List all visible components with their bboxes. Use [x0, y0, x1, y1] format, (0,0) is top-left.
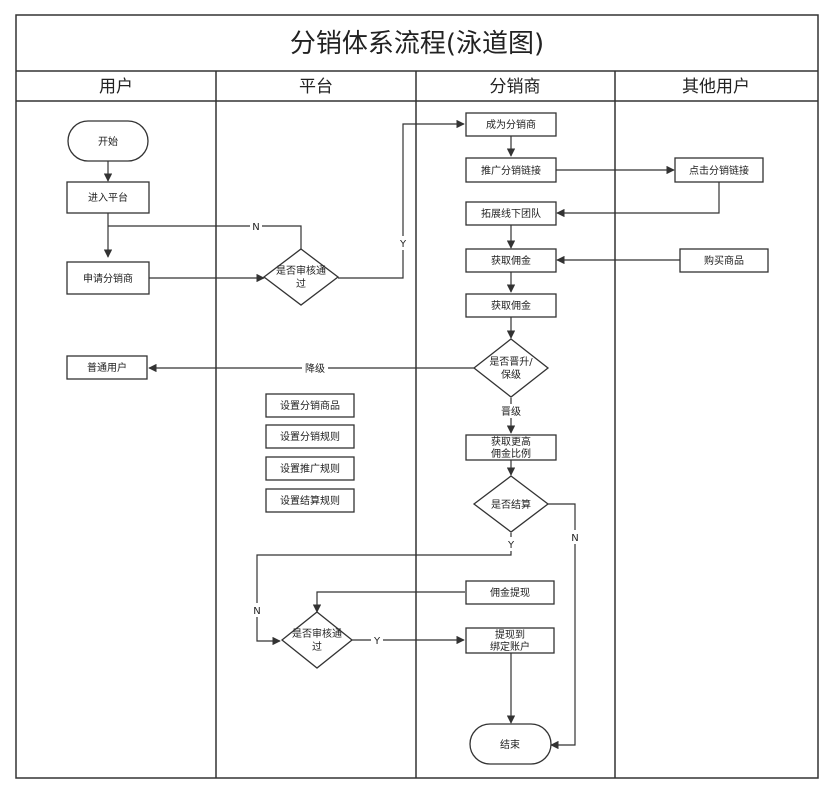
edge-label-demote: 降级	[305, 362, 325, 375]
click-link-label: 点击分销链接	[689, 164, 749, 177]
set-settlement-rules-label: 设置结算规则	[280, 494, 340, 507]
higher-commission-line-1: 获取更高	[491, 435, 531, 448]
end-node: 结束	[469, 723, 552, 765]
enter-platform-node: 进入平台	[66, 181, 150, 214]
review-1-line-2: 过	[296, 277, 306, 290]
edge-settle-no	[548, 503, 576, 750]
lane-header-platform: 平台	[299, 77, 333, 97]
get-commission-2-node: 获取佣金	[465, 293, 557, 318]
settle-decision: 是否结算	[472, 475, 550, 533]
edge-label-y2: Y	[373, 636, 381, 647]
review-1-line-1: 是否审核通	[276, 264, 326, 277]
become-distributor-label: 成为分销商	[486, 118, 536, 131]
promote-link-node: 推广分销链接	[465, 157, 557, 183]
set-products-node: 设置分销商品	[265, 393, 355, 418]
edge-label-promote: 晋级	[501, 406, 521, 418]
apply-distributor-node: 申请分销商	[66, 261, 150, 295]
edge-label-settle-yes: Y	[507, 540, 515, 551]
edge-label-n2: N	[253, 606, 260, 617]
end-label: 结束	[500, 738, 520, 751]
withdraw-node: 佣金提现	[465, 580, 555, 605]
buy-product-label: 购买商品	[704, 254, 744, 267]
promote-demote-line-1: 是否晋升/	[489, 356, 533, 368]
bind-account-line-1: 提现到	[495, 629, 525, 641]
diagram-frame	[15, 14, 819, 779]
review-2-line-1: 是否审核通	[292, 627, 342, 640]
diagram-title: 分销体系流程(泳道图)	[290, 29, 544, 59]
promote-link-label: 推广分销链接	[481, 164, 541, 177]
expand-team-label: 拓展线下团队	[481, 207, 541, 220]
get-commission-1-node: 获取佣金	[465, 248, 557, 273]
edge-review-no	[108, 225, 302, 249]
normal-user-label: 普通用户	[87, 361, 127, 374]
buy-product-node: 购买商品	[679, 248, 769, 273]
apply-distributor-label: 申请分销商	[83, 272, 133, 285]
set-distribution-rules-label: 设置分销规则	[280, 430, 340, 443]
normal-user-node: 普通用户	[66, 355, 148, 380]
higher-commission-node: 获取更高 佣金比例	[465, 434, 557, 461]
enter-platform-label: 进入平台	[88, 191, 128, 204]
bind-account-line-2: 绑定账户	[490, 640, 530, 653]
set-distribution-rules-node: 设置分销规则	[265, 424, 355, 449]
lane-header-other-users: 其他用户	[682, 77, 750, 97]
promote-demote-decision: 是否晋升/ 保级	[472, 338, 550, 398]
bind-account-node: 提现到 绑定账户	[465, 627, 555, 654]
get-commission-2-label: 获取佣金	[491, 299, 531, 312]
lane-header-user: 用户	[99, 77, 133, 97]
edge-label-y1: Y	[399, 239, 407, 250]
withdraw-label: 佣金提现	[490, 586, 530, 599]
get-commission-1-label: 获取佣金	[491, 254, 531, 267]
click-link-node: 点击分销链接	[674, 157, 764, 183]
settle-label: 是否结算	[491, 498, 531, 511]
edge-withdraw-to-review	[312, 591, 465, 613]
edge-click-to-expand	[556, 182, 720, 218]
edge-label-settle-no: N	[571, 533, 578, 544]
set-promotion-rules-label: 设置推广规则	[280, 462, 340, 475]
set-settlement-rules-node: 设置结算规则	[265, 488, 355, 513]
promote-demote-line-2: 保级	[501, 368, 521, 381]
expand-team-node: 拓展线下团队	[465, 201, 557, 226]
start-node: 开始	[67, 120, 149, 162]
edge-label-n1: N	[252, 222, 259, 233]
start-label: 开始	[98, 135, 118, 148]
set-promotion-rules-node: 设置推广规则	[265, 456, 355, 481]
review-decision-1: 是否审核通 过	[262, 248, 340, 306]
review-2-line-2: 过	[312, 640, 322, 653]
set-products-label: 设置分销商品	[280, 399, 340, 412]
review-decision-2: 是否审核通 过	[280, 611, 354, 669]
lane-header-distributor: 分销商	[490, 77, 541, 97]
higher-commission-line-2: 佣金比例	[491, 447, 531, 460]
edge-review-yes	[338, 119, 465, 279]
become-distributor-node: 成为分销商	[465, 112, 557, 137]
